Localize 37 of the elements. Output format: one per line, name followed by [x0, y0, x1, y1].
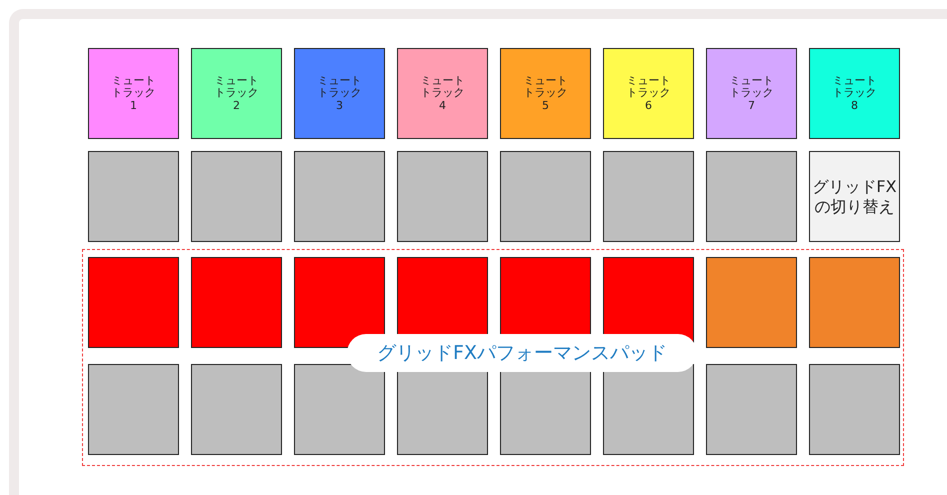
pad — [706, 256, 796, 348]
region-label-tooltip: グリッドFXパフォーマンスパッド — [347, 334, 697, 372]
pad-label: ミュートトラック7 — [728, 74, 774, 112]
pad-label: ミュートトラック8 — [832, 74, 878, 112]
pad — [190, 256, 282, 348]
pad — [706, 364, 796, 454]
pad — [603, 151, 694, 242]
mute-pad — [706, 48, 797, 139]
mute-pad — [397, 48, 488, 139]
pad — [500, 151, 591, 242]
pad-label: ミュートトラック5 — [522, 74, 568, 112]
pad — [808, 256, 900, 348]
mute-pad — [603, 48, 694, 139]
pad — [294, 151, 385, 242]
pad — [88, 151, 179, 242]
mute-pad — [294, 48, 385, 139]
pad — [808, 364, 900, 454]
pad-label: グリッドFXの切り替え — [811, 177, 898, 216]
pad — [397, 151, 488, 242]
pad-label: ミュートトラック3 — [316, 74, 362, 112]
dashed-region — [82, 249, 904, 466]
pad-label: ミュートトラック4 — [420, 74, 466, 112]
pad — [88, 256, 178, 348]
pad — [294, 364, 384, 454]
pad — [602, 364, 694, 454]
pad — [190, 364, 282, 454]
pad — [706, 151, 797, 242]
pad — [88, 364, 178, 454]
pad-label: ミュートトラック1 — [110, 74, 156, 112]
pad-label: ミュートトラック2 — [214, 74, 260, 112]
mute-pad — [191, 48, 282, 139]
pad-label: ミュートトラック6 — [626, 74, 672, 112]
pad — [191, 151, 282, 242]
toggle-pad — [809, 151, 900, 242]
mute-pad — [500, 48, 591, 139]
mute-pad — [809, 48, 900, 139]
mute-pad — [88, 48, 179, 139]
